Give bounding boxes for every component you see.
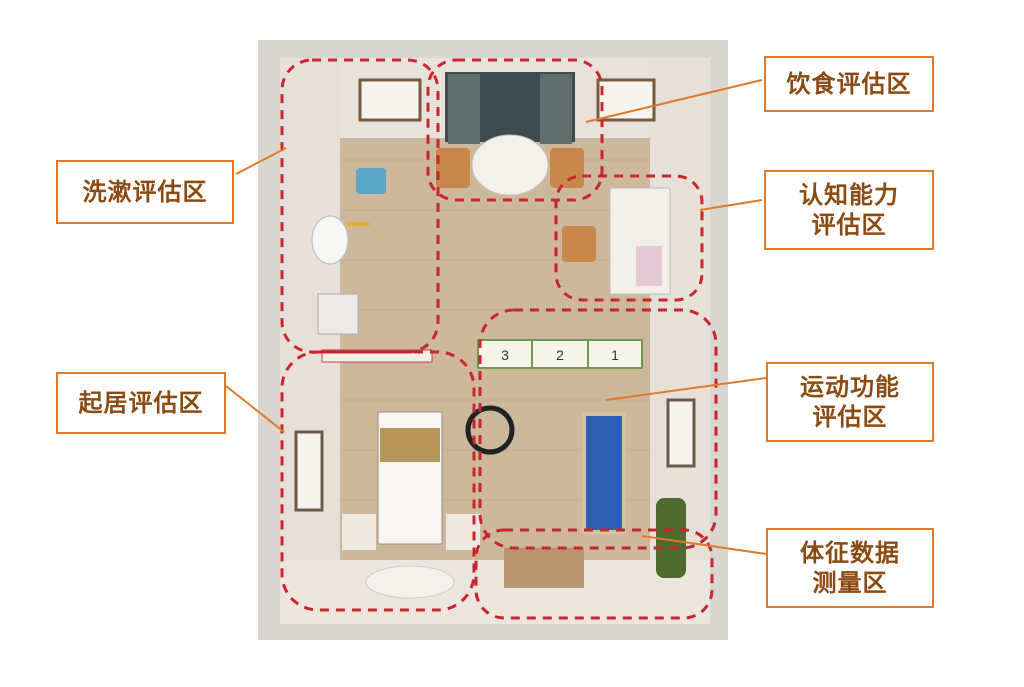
leader-motor — [605, 377, 767, 401]
cognitive-game — [636, 246, 662, 286]
step-marker-1: 1 — [611, 347, 619, 363]
floor-mat — [504, 548, 584, 588]
label-cognitive-line1: 认知能力 — [799, 181, 899, 209]
painting-right — [666, 398, 696, 468]
label-motor: 运动功能 评估区 — [766, 362, 934, 442]
step-marker-2: 2 — [556, 347, 564, 363]
label-washing: 洗漱评估区 — [56, 160, 234, 224]
painting-top-right — [596, 78, 656, 122]
label-living: 起居评估区 — [56, 372, 226, 434]
zone-motor-outline — [478, 308, 718, 550]
painting-left — [294, 430, 324, 512]
nightstand-left — [342, 514, 376, 550]
label-motor-line2: 评估区 — [812, 403, 888, 431]
bottom-wall — [280, 560, 710, 624]
step-marker-3: 3 — [501, 347, 509, 363]
bed-blanket — [380, 428, 440, 462]
label-dining: 饮食评估区 — [764, 56, 934, 112]
step-strip — [477, 339, 643, 369]
toilet — [311, 215, 349, 265]
grab-bar — [346, 222, 370, 226]
label-motor-line1: 运动功能 — [800, 373, 900, 401]
label-vitals: 体征数据 测量区 — [766, 528, 934, 608]
shower-chair — [356, 168, 386, 194]
painting-top-left — [358, 78, 422, 122]
left-wall — [280, 58, 340, 624]
leader-cognitive — [699, 199, 763, 211]
bedside-rug — [365, 565, 455, 599]
dining-chair-right — [550, 148, 584, 188]
label-vitals-line2: 测量区 — [812, 569, 888, 597]
zone-vitals-outline — [474, 528, 714, 620]
label-living-text: 起居评估区 — [78, 389, 204, 417]
zone-living-outline — [280, 350, 476, 612]
step-ladder — [582, 412, 626, 534]
dining-chair-left — [436, 148, 470, 188]
label-dining-text: 饮食评估区 — [786, 70, 912, 98]
plant — [656, 498, 686, 578]
label-cognitive-line2: 评估区 — [811, 211, 887, 239]
leader-vitals — [641, 535, 767, 555]
leader-lines — [225, 79, 767, 555]
zone-outlines — [280, 58, 718, 620]
label-washing-text: 洗漱评估区 — [82, 178, 208, 206]
curtain-right — [540, 74, 572, 144]
dining-table — [471, 134, 549, 196]
label-vitals-line1: 体征数据 — [800, 539, 900, 567]
label-cognitive: 认知能力 评估区 — [764, 170, 934, 250]
leader-washing — [235, 147, 287, 175]
leader-dining — [585, 79, 763, 123]
curtain-left — [448, 74, 480, 144]
zone-cognitive-outline — [554, 174, 704, 302]
cognitive-chair — [562, 226, 596, 262]
leader-living — [225, 385, 285, 433]
zone-washing-outline — [280, 58, 440, 354]
wheelchair — [465, 405, 515, 455]
sink — [317, 293, 359, 335]
